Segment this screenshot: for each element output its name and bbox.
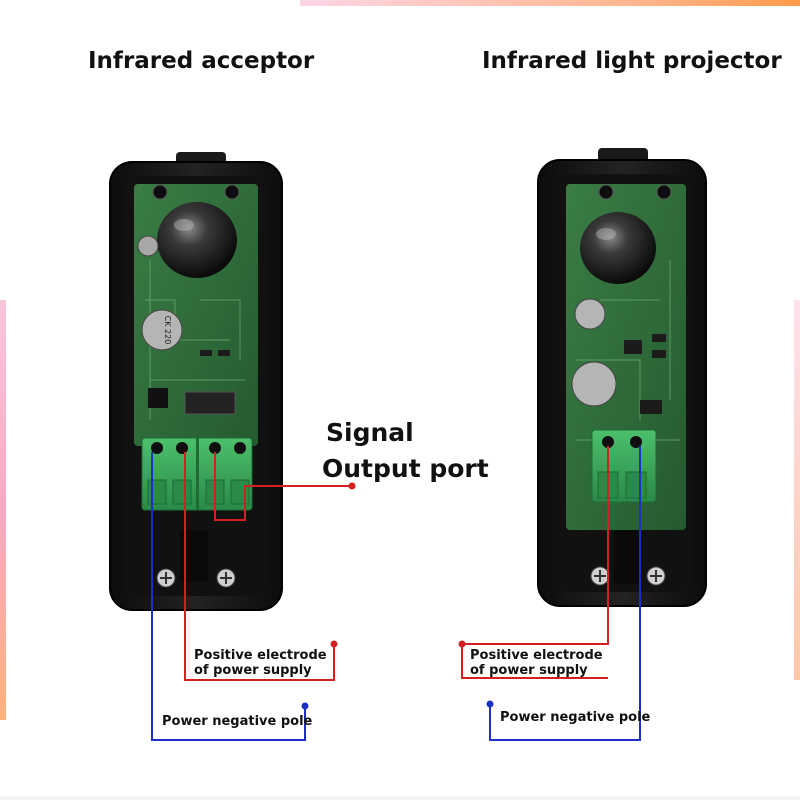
acceptor-negative-wire (151, 452, 306, 741)
projector-emitter-lens (580, 212, 656, 284)
acceptor-screw-hole-tr (152, 184, 168, 200)
acceptor-screw-hole-tl (224, 184, 240, 200)
projector-terminal-block (591, 429, 657, 503)
acceptor-positive-label-line2: of power supply (194, 663, 312, 678)
acceptor-positive-wire-end (330, 640, 338, 648)
acceptor-mount-screw-right (216, 568, 236, 588)
top-edge-decoration (300, 0, 800, 6)
acceptor-positive-label-line1: Positive electrode (194, 648, 327, 663)
projector-screw-hole-tr (656, 184, 672, 200)
left-edge-decoration (0, 300, 6, 720)
projector-device (537, 148, 707, 607)
projector-screw-hole-tl (598, 184, 614, 200)
acceptor-positive-wire (184, 452, 335, 681)
svg-text:CK 220: CK 220 (163, 316, 172, 345)
projector-large-capacitor (571, 361, 617, 407)
acceptor-device: CK 220 (109, 152, 283, 611)
signal-output-wire-end (348, 482, 356, 490)
projector-negative-wire-end (486, 700, 494, 708)
acceptor-terminal-block (141, 437, 253, 511)
acceptor-small-capacitor (137, 235, 159, 257)
acceptor-negative-label: Power negative pole (162, 714, 313, 729)
acceptor-cable-gland (180, 530, 208, 582)
projector-positive-label-line1: Positive electrode (470, 648, 603, 663)
signal-output-wire (214, 452, 352, 521)
projector-positive-wire-end (458, 640, 466, 648)
projector-positive-label-line2: of power supply (470, 663, 588, 678)
acceptor-negative-wire-end (301, 702, 309, 710)
acceptor-mount-screw-left (156, 568, 176, 588)
projector-negative-wire (489, 446, 641, 741)
projector-cable-gland (614, 530, 640, 584)
projector-small-capacitor (574, 298, 606, 330)
acceptor-title: Infrared acceptor (88, 48, 315, 74)
acceptor-capacitor: CK 220 (141, 309, 183, 351)
signal-label-line2: Output port (322, 454, 489, 483)
acceptor-sensor-lens (157, 202, 237, 278)
projector-mount-screw-left (590, 566, 610, 586)
bottom-edge-decoration (0, 796, 800, 800)
projector-mount-screw-right (646, 566, 666, 586)
right-edge-decoration (794, 300, 800, 680)
signal-label-line1: Signal (326, 418, 414, 447)
projector-negative-label: Power negative pole (500, 710, 651, 725)
projector-title: Infrared light projector (482, 48, 782, 74)
